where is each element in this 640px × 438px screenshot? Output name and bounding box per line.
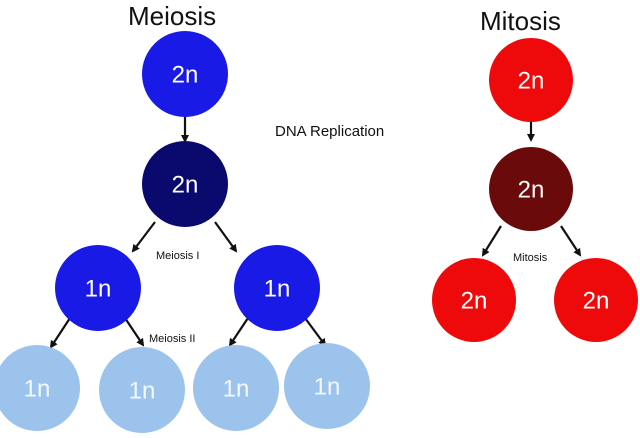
meiosis-parent-cell: 2n (142, 31, 228, 117)
meiosis-i-arrow-left (131, 221, 156, 253)
dna-replication-label: DNA Replication (275, 123, 384, 140)
meiosis-i-arrow-right (214, 221, 238, 253)
cell-label: 1n (223, 376, 250, 403)
cell-label: 2n (172, 172, 199, 199)
mitosis-arrow-left (481, 225, 502, 257)
gamete-cell-4: 1n (284, 343, 370, 429)
meiosis-ii-arrow-2 (124, 317, 145, 347)
meiosis-title: Meiosis (128, 1, 216, 31)
mitosis-stage-label: Mitosis (513, 252, 548, 264)
meiosis-i-daughter-right: 1n (234, 245, 320, 331)
meiosis-ii-label: Meiosis II (149, 333, 195, 345)
mitosis-replicated-cell: 2n (489, 147, 573, 231)
cell-label: 2n (518, 68, 545, 95)
gamete-cell-2: 1n (99, 347, 185, 433)
cell-label: 2n (583, 288, 610, 315)
meiosis-ii-arrow-4 (304, 317, 327, 347)
gamete-cell-3: 1n (193, 345, 279, 431)
mitosis-daughter-right: 2n (554, 258, 638, 342)
cell-label: 1n (24, 376, 51, 403)
cell-label: 2n (172, 62, 199, 89)
meiosis-ii-arrow-1 (49, 317, 71, 349)
meiosis-i-label: Meiosis I (156, 250, 199, 262)
mitosis-daughter-left: 2n (432, 258, 516, 342)
cell-label: 1n (264, 276, 291, 303)
mitosis-title: Mitosis (480, 6, 561, 36)
cell-label: 1n (314, 374, 341, 401)
gamete-cell-1: 1n (0, 345, 80, 431)
meiosis-ii-arrow-3 (228, 317, 249, 347)
mitosis-arrow-right (560, 225, 582, 257)
cell-label: 1n (129, 378, 156, 405)
cell-label: 1n (85, 276, 112, 303)
meiosis-replicated-cell: 2n (142, 141, 228, 227)
cell-label: 2n (461, 288, 488, 315)
mitosis-parent-cell: 2n (489, 38, 573, 122)
cell-label: 2n (518, 177, 545, 204)
meiosis-i-daughter-left: 1n (55, 245, 141, 331)
